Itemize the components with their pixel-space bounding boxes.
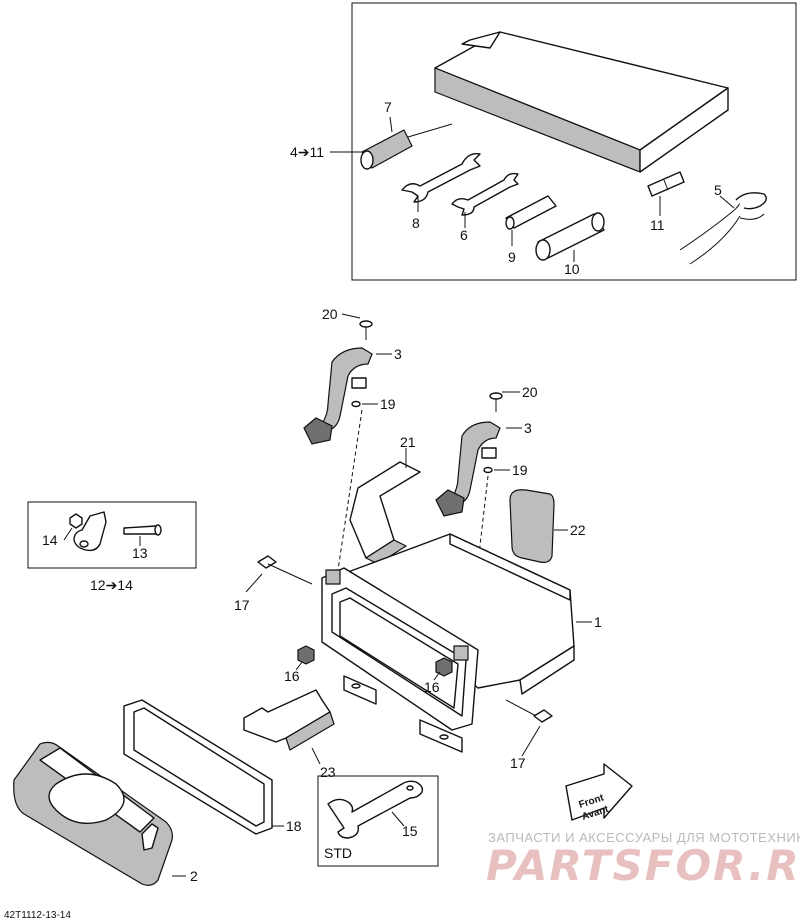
callout-5: 5 <box>714 182 722 198</box>
open-end-wrench <box>401 153 481 212</box>
spanner-15 <box>327 780 424 839</box>
pad-22 <box>509 489 555 563</box>
callout-7: 7 <box>384 99 392 115</box>
kit-12-14-frame <box>27 501 197 569</box>
callout-21: 21 <box>400 434 416 450</box>
callout-11: 11 <box>650 217 665 233</box>
callout-2: 2 <box>190 868 198 884</box>
callout-20-bottom: 20 <box>522 384 538 400</box>
callout-18: 18 <box>286 818 302 834</box>
bracket-kit <box>69 511 162 552</box>
bolt-17-left <box>257 555 313 585</box>
handle-right <box>435 392 503 517</box>
std-frame <box>317 775 439 867</box>
callout-1: 1 <box>594 614 602 630</box>
figure-reference: 42T1112-13-14 <box>4 910 71 921</box>
front-arrow <box>565 763 633 821</box>
callout-17-right: 17 <box>510 755 526 771</box>
pad-23 <box>243 689 335 751</box>
socket-tube-small <box>505 195 557 246</box>
callout-6: 6 <box>460 227 468 243</box>
callout-14: 14 <box>42 532 58 548</box>
callout-3-top: 3 <box>394 346 402 362</box>
callout-19-bottom: 19 <box>512 462 528 478</box>
bolt-17-right <box>505 699 553 723</box>
socket-tube-large <box>535 212 605 262</box>
nut-16-right <box>435 657 453 677</box>
watermark-tagline: ЗАПЧАСТИ И АКСЕССУАРЫ ДЛЯ МОТОТЕХНИКИ <box>488 830 800 845</box>
fuse <box>647 171 685 216</box>
callout-19-top: 19 <box>380 396 396 412</box>
callout-13: 13 <box>132 545 148 561</box>
watermark-brand: PARTSFOR.RU <box>486 841 800 890</box>
lid-2 <box>13 741 173 886</box>
combination-wrench <box>451 172 519 228</box>
screwdriver <box>360 116 453 170</box>
callout-4-11: 4➔11 <box>290 144 324 160</box>
callout-10: 10 <box>564 261 580 277</box>
callout-16-right: 16 <box>424 679 440 695</box>
callout-12-14: 12➔14 <box>90 577 133 593</box>
std-label: STD <box>324 845 352 861</box>
callout-23: 23 <box>320 764 336 780</box>
callout-3-bottom: 3 <box>524 420 532 436</box>
callout-9: 9 <box>508 249 516 265</box>
callout-16-left: 16 <box>284 668 300 684</box>
storage-box <box>321 533 575 753</box>
callout-17-left: 17 <box>234 597 250 613</box>
tool-bag <box>434 31 729 173</box>
callout-15: 15 <box>402 823 418 839</box>
nut-16-left <box>297 645 315 665</box>
callout-20-top: 20 <box>322 306 338 322</box>
handle-left <box>303 320 373 445</box>
callout-22: 22 <box>570 522 586 538</box>
callout-8: 8 <box>412 215 420 231</box>
toolkit-frame <box>351 2 797 281</box>
seal-18 <box>123 699 273 835</box>
pliers <box>679 192 767 265</box>
